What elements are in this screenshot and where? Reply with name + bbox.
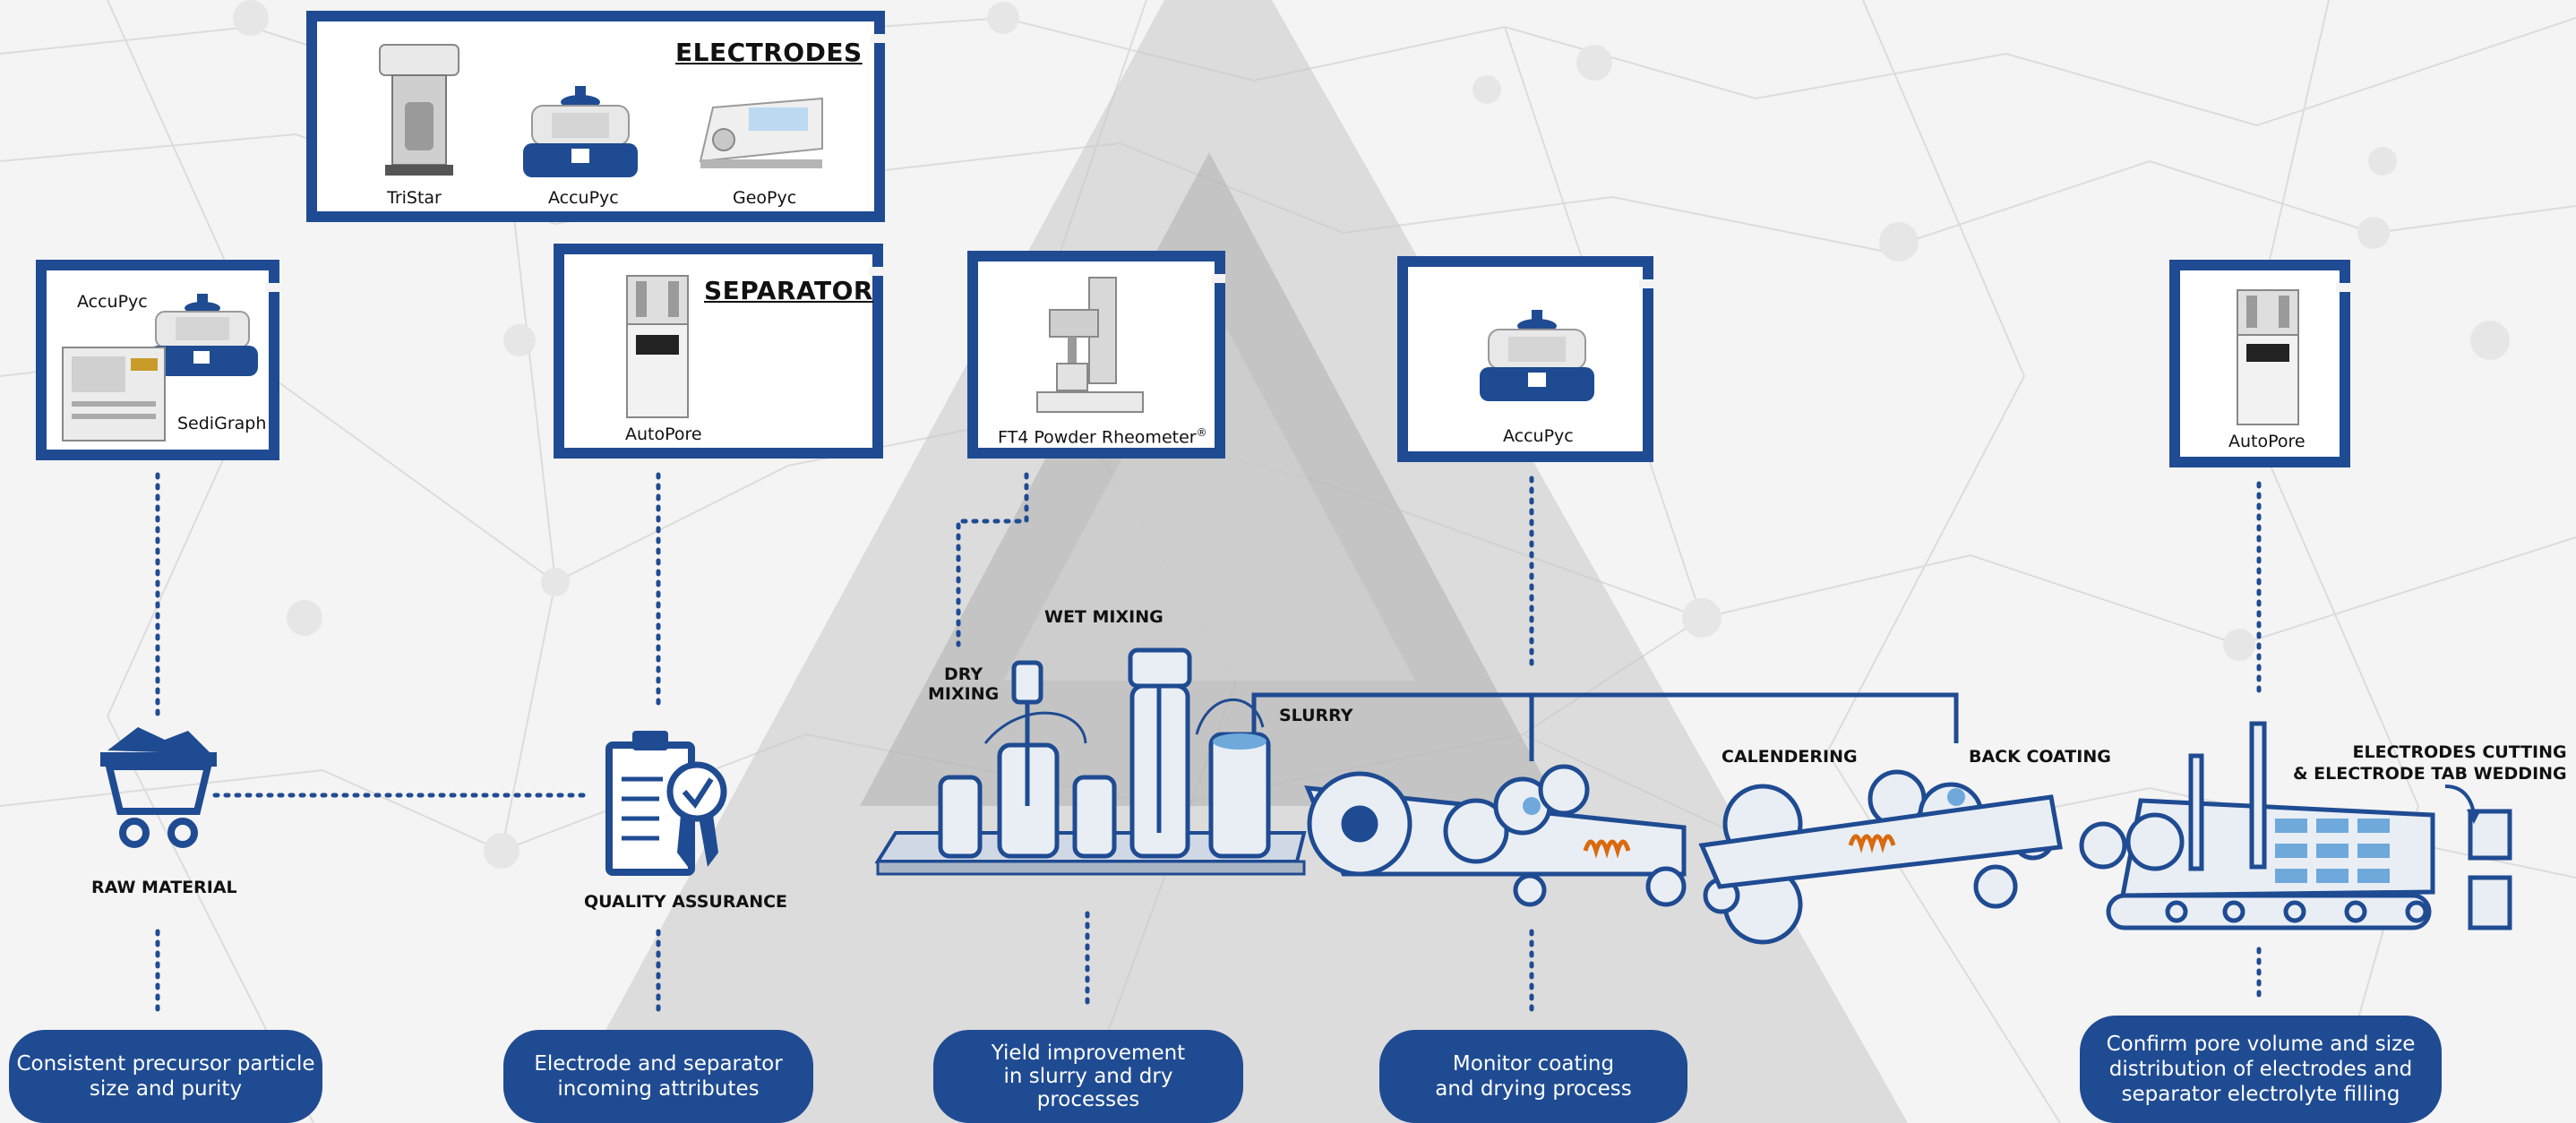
registered-mark: ® bbox=[1196, 426, 1207, 439]
separator-frame: SEPARATOR AutoPore bbox=[554, 244, 883, 459]
frame-gap bbox=[265, 283, 279, 292]
slurry-label: SLURRY bbox=[1279, 706, 1353, 725]
mine-cart-icon bbox=[100, 727, 217, 848]
ft4-name: FT4 Powder Rheometer bbox=[998, 427, 1197, 448]
cutting-arrowhead bbox=[2467, 810, 2481, 824]
frame-gap bbox=[1211, 274, 1225, 283]
mixing-station bbox=[874, 647, 1959, 876]
coating-highlight bbox=[1523, 797, 1541, 815]
raw-material-label: RAW MATERIAL bbox=[91, 878, 237, 897]
conveyor-rollers bbox=[2165, 900, 2428, 923]
back-coating-label: BACK COATING bbox=[1969, 747, 2111, 767]
electrodes-title: ELECTRODES bbox=[675, 38, 863, 67]
heater-coils bbox=[1583, 834, 1896, 859]
tristar-instrument bbox=[379, 44, 459, 176]
benefit-cutting: Confirm pore volume and size distributio… bbox=[2080, 1016, 2442, 1123]
ft4-instrument bbox=[1036, 277, 1144, 413]
wet-mixing-label: WET MIXING bbox=[1044, 607, 1163, 627]
benefit-mixing: Yield improvement in slurry and dry proc… bbox=[933, 1030, 1243, 1123]
ft4-frame: FT4 Powder Rheometer® bbox=[967, 251, 1225, 459]
cutting-label: ELECTRODES CUTTING & ELECTRODE TAB WEDDI… bbox=[2293, 742, 2567, 784]
accupyc-label: AccuPyc bbox=[77, 292, 148, 312]
accupyc-label: AccuPyc bbox=[548, 188, 619, 208]
back-coating-highlight bbox=[1947, 788, 1965, 806]
electrodes-frame: ELECTRODES TriStar AccuPyc GeoPyc bbox=[306, 11, 885, 222]
accupyc-instrument bbox=[149, 294, 258, 376]
coating-line bbox=[1304, 764, 2063, 945]
cutting-station bbox=[2079, 721, 2512, 930]
calendering-label: CALENDERING bbox=[1722, 747, 1858, 767]
accupyc-instrument bbox=[1480, 310, 1594, 401]
benefit-quality-assurance: Electrode and separator incoming attribu… bbox=[503, 1030, 813, 1123]
clipboard-icon bbox=[605, 731, 727, 876]
accupyc-label: AccuPyc bbox=[1503, 426, 1574, 446]
separator-title: SEPARATOR bbox=[704, 276, 873, 305]
dry-mixing-label: DRY MIXING bbox=[928, 664, 1000, 704]
tristar-label: TriStar bbox=[387, 188, 442, 208]
benefit-coating: Monitor coating and drying process bbox=[1379, 1030, 1687, 1123]
frame-gap bbox=[869, 267, 883, 276]
raw-material-frame: AccuPyc SediGraph bbox=[36, 260, 279, 460]
autopore-label: AutoPore bbox=[625, 424, 702, 444]
ft4-label: FT4 Powder Rheometer® bbox=[998, 426, 1207, 447]
frame-gap bbox=[1639, 279, 1653, 288]
frame-gap bbox=[871, 34, 885, 43]
benefit-raw-material: Consistent precursor particle size and p… bbox=[9, 1030, 322, 1123]
quality-assurance-label: QUALITY ASSURANCE bbox=[584, 892, 788, 912]
dotted-connectors bbox=[155, 472, 2262, 1013]
cutting-arrow bbox=[2444, 784, 2476, 814]
autopore-instrument bbox=[626, 275, 689, 418]
geopyc-label: GeoPyc bbox=[733, 188, 797, 208]
autopore-instrument bbox=[2237, 289, 2299, 425]
frame-gap bbox=[2336, 283, 2350, 292]
geopyc-instrument bbox=[699, 97, 823, 168]
autopore-label: AutoPore bbox=[2228, 432, 2306, 451]
cutting-frame: AutoPore bbox=[2169, 260, 2350, 467]
accupyc-instrument bbox=[523, 86, 638, 177]
sedigraph-instrument bbox=[62, 347, 166, 441]
inner-triangle-cut bbox=[1003, 296, 1415, 681]
sedigraph-label: SediGraph bbox=[177, 414, 267, 433]
cutting-grid bbox=[2275, 819, 2390, 883]
coating-frame: AccuPyc bbox=[1397, 256, 1653, 462]
